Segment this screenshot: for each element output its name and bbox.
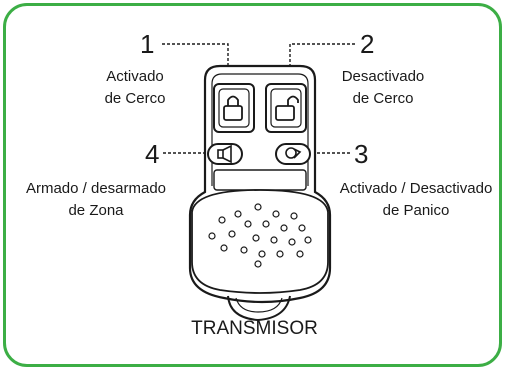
leader-line-2 xyxy=(289,43,355,80)
keyring-loop xyxy=(227,295,291,322)
diagram-frame xyxy=(3,3,502,367)
diagram-title: TRANSMISOR xyxy=(191,318,318,339)
callout-label-4-line1: Armado / desarmado xyxy=(25,180,167,197)
callout-number-1: 1 xyxy=(140,29,155,59)
callout-label-1-line2: de Cerco xyxy=(104,90,166,107)
lock-closed-icon xyxy=(223,95,243,121)
button-3 xyxy=(275,143,311,165)
lock-open-icon xyxy=(275,95,299,121)
button-1 xyxy=(213,83,255,133)
callout-label-3: Activado / Desactivado de Panico xyxy=(324,178,508,222)
callout-label-4: Armado / desarmado de Zona xyxy=(8,178,184,222)
callout-label-3-line1: Activado / Desactivado xyxy=(339,180,493,197)
callout-number-3: 3 xyxy=(354,139,369,169)
callout-label-2: Desactivado de Cerco xyxy=(318,66,448,110)
callout-label-2-line2: de Cerco xyxy=(352,90,414,107)
callout-number-2: 2 xyxy=(360,29,375,59)
remote-inner-outline xyxy=(211,73,309,186)
callout-label-1: Activado de Cerco xyxy=(70,66,200,110)
callout-label-4-line2: de Zona xyxy=(68,202,124,219)
siren-icon xyxy=(285,147,302,159)
callout-number-4: 4 xyxy=(145,139,160,169)
callout-label-2-line1: Desactivado xyxy=(341,68,425,85)
remote-grip xyxy=(191,189,329,294)
horn-icon xyxy=(217,144,232,164)
grip-dots xyxy=(208,203,312,268)
callout-label-1-line1: Activado xyxy=(106,68,164,85)
button-4 xyxy=(207,143,243,165)
button-2 xyxy=(265,83,307,133)
callout-label-3-line2: de Panico xyxy=(382,202,450,219)
